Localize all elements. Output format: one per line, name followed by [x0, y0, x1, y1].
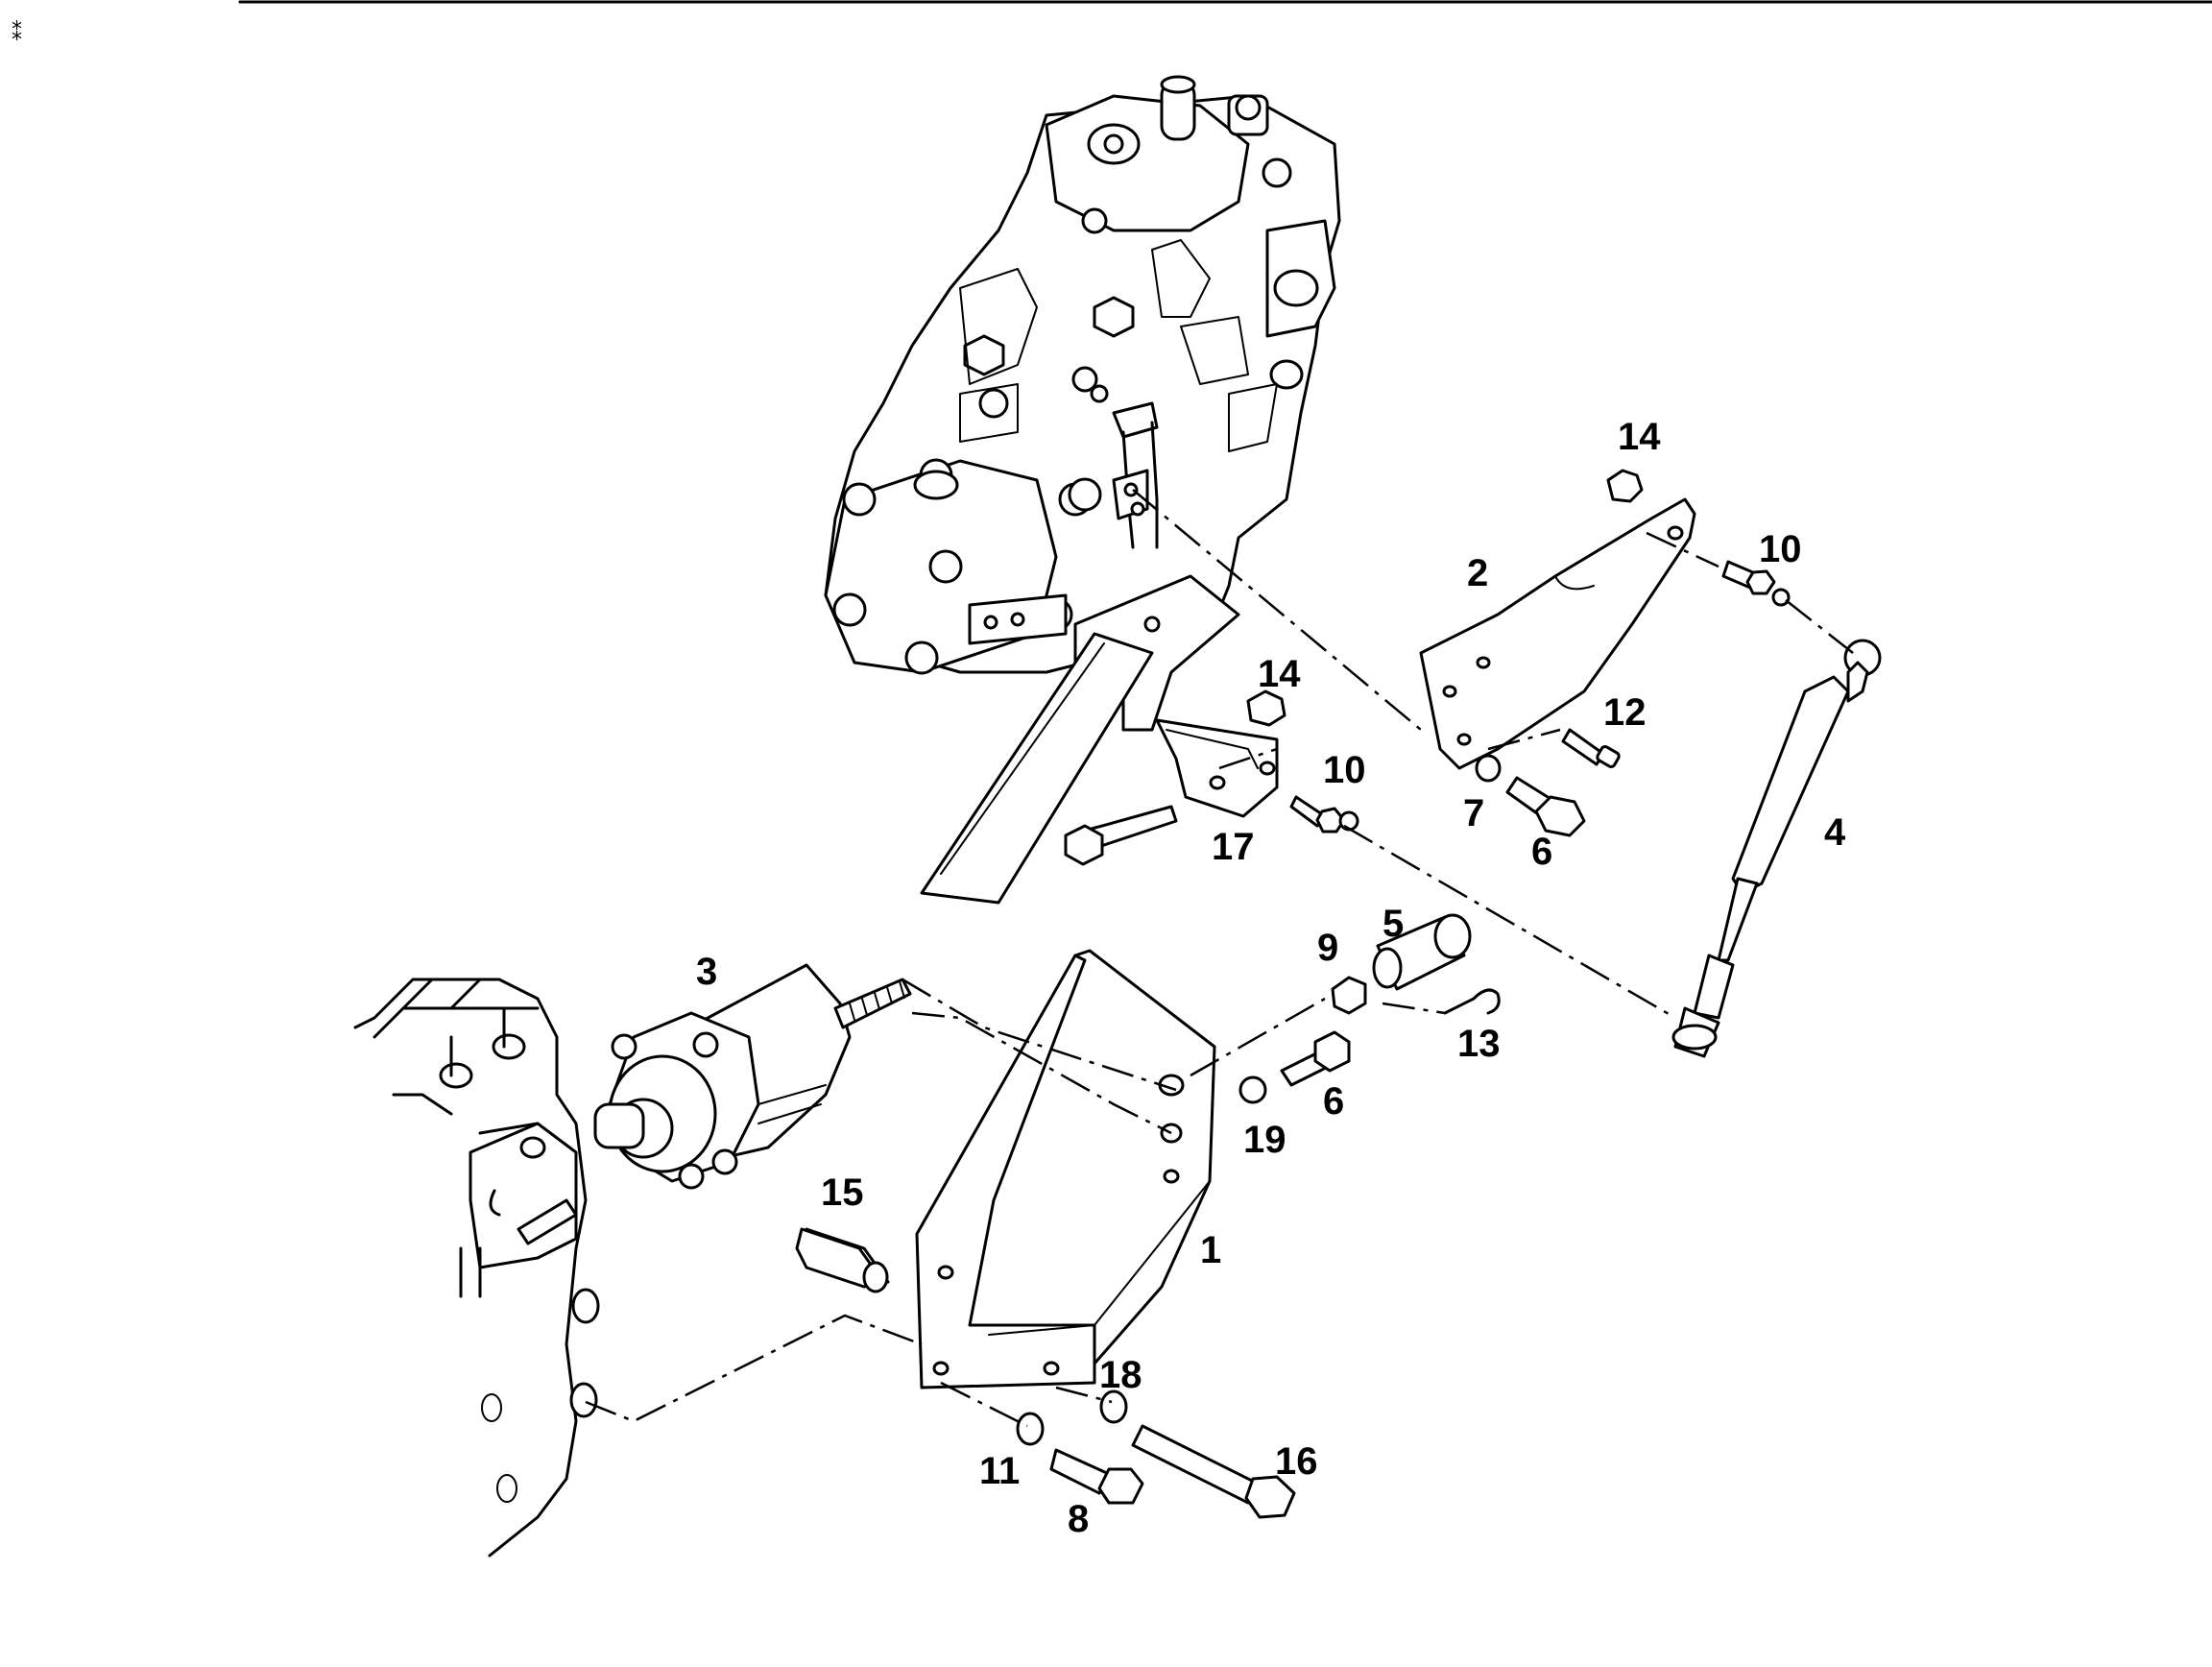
callout-labels: 1 2 3 4 5 6 6 7 8 9 10 10 11 12 13 14 14…	[696, 416, 1846, 1540]
washer-part-7	[1475, 754, 1502, 783]
callout-12: 12	[1603, 691, 1647, 734]
bolt-part-12	[1561, 728, 1621, 768]
bushing-part-5	[1372, 913, 1472, 991]
callout-9: 9	[1317, 927, 1338, 969]
nut-part-14-upper	[1606, 469, 1644, 503]
callout-13: 13	[1457, 1023, 1501, 1065]
callout-16: 16	[1275, 1440, 1318, 1483]
pin-part-13	[1443, 988, 1501, 1015]
callout-4: 4	[1824, 811, 1846, 854]
fitting-part-10-upper	[1721, 560, 1791, 607]
washer-part-11	[1016, 1412, 1045, 1446]
callout-2: 2	[1467, 552, 1488, 594]
callout-8: 8	[1068, 1498, 1089, 1540]
bolt-part-6-upper	[1505, 776, 1586, 837]
callout-10a: 10	[1759, 528, 1802, 570]
callout-18: 18	[1099, 1354, 1142, 1396]
injection-pump-drawing	[824, 75, 1341, 905]
callout-3: 3	[696, 951, 717, 993]
callout-7: 7	[1463, 792, 1484, 834]
callout-14b: 14	[1258, 653, 1301, 695]
nut-part-14-lower	[1246, 689, 1286, 727]
callout-17: 17	[1212, 826, 1255, 868]
bolt-part-8	[1049, 1448, 1144, 1505]
nut-part-9	[1331, 976, 1367, 1015]
corner-mark: ⁑	[12, 21, 22, 46]
bracket-part-2	[1419, 497, 1696, 770]
callout-14a: 14	[1618, 416, 1661, 458]
callout-11: 11	[979, 1450, 1020, 1492]
actuator-part-3	[593, 963, 912, 1190]
fitting-part-10-lower	[1289, 795, 1359, 834]
bolt-part-6-lower	[1280, 1030, 1351, 1087]
washer-part-19	[1238, 1075, 1267, 1104]
callout-10b: 10	[1323, 749, 1366, 791]
clip-part-17	[1064, 718, 1279, 866]
bolt-part-16	[1131, 1424, 1296, 1519]
callout-6a: 6	[1531, 831, 1552, 873]
assembly-lines	[585, 489, 1854, 1428]
callout-15: 15	[821, 1172, 864, 1214]
callout-6b: 6	[1323, 1080, 1344, 1123]
spacer-part-15	[795, 1227, 890, 1293]
engine-block-drawing	[353, 978, 600, 1558]
callout-1: 1	[1200, 1229, 1221, 1271]
bracket-part-1	[915, 949, 1216, 1389]
callout-5: 5	[1382, 903, 1404, 945]
washer-part-18	[1099, 1389, 1128, 1424]
callout-19: 19	[1243, 1119, 1286, 1161]
gas-spring-part-4	[1671, 639, 1882, 1058]
